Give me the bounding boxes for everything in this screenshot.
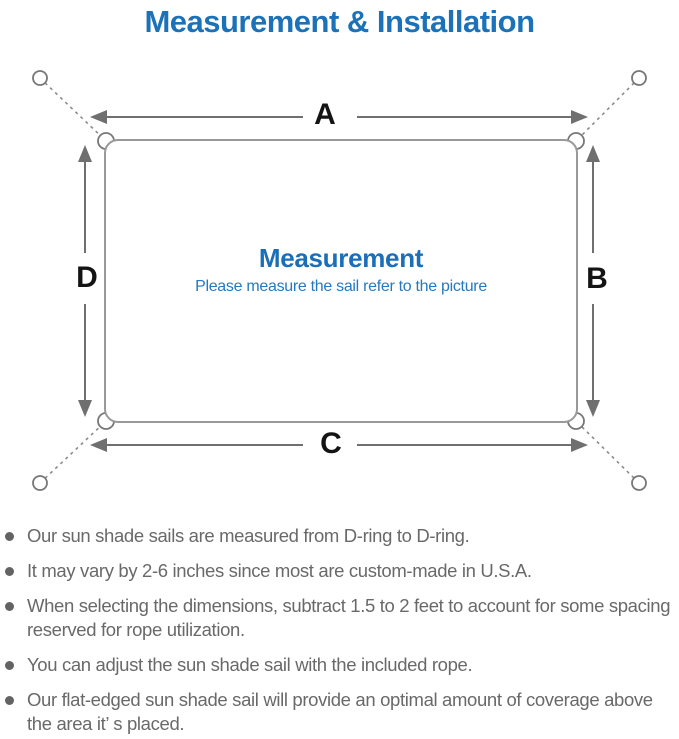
list-item: It may vary by 2-6 inches since most are… <box>5 559 677 583</box>
arrow-c <box>90 438 588 452</box>
bullet-dot-icon <box>5 602 14 611</box>
anchor-ring-top-right <box>631 70 647 86</box>
anchor-ring-bottom-left <box>32 475 48 491</box>
rope-line-top-left <box>39 77 106 141</box>
list-item: You can adjust the sun shade sail with t… <box>5 653 677 677</box>
list-item: When selecting the dimensions, subtract … <box>5 594 677 642</box>
dimension-label-c: C <box>320 427 342 460</box>
note-text: You can adjust the sun shade sail with t… <box>27 654 473 675</box>
diagram-caption: Measurement Please measure the sail refe… <box>195 243 487 296</box>
bullet-dot-icon <box>5 696 14 705</box>
rope-line-bottom-left <box>39 421 106 484</box>
page-title: Measurement & Installation <box>144 4 535 39</box>
dimension-label-d: D <box>76 261 98 294</box>
caption-subtitle: Please measure the sail refer to the pic… <box>195 278 487 295</box>
rope-line-bottom-right <box>576 421 640 484</box>
list-item: Our flat-edged sun shade sail will provi… <box>5 688 677 736</box>
dimension-label-a: A <box>314 98 336 131</box>
note-text: It may vary by 2-6 inches since most are… <box>27 560 532 581</box>
note-text: Our sun shade sails are measured from D-… <box>27 525 470 546</box>
bullet-dot-icon <box>5 532 14 541</box>
list-item: Our sun shade sails are measured from D-… <box>5 524 677 548</box>
anchor-ring-bottom-right <box>631 475 647 491</box>
measurement-diagram <box>32 70 647 491</box>
bullet-dot-icon <box>5 567 14 576</box>
arrow-b <box>586 145 600 417</box>
bullet-dot-icon <box>5 661 14 670</box>
anchor-ring-top-left <box>32 70 48 86</box>
caption-title: Measurement <box>258 243 424 273</box>
dimension-label-b: B <box>586 262 608 295</box>
arrow-d <box>78 145 92 417</box>
rope-line-top-right <box>576 77 640 141</box>
notes-list: Our sun shade sails are measured from D-… <box>5 524 677 739</box>
note-text: Our flat-edged sun shade sail will provi… <box>27 689 653 734</box>
note-text: When selecting the dimensions, subtract … <box>27 595 671 640</box>
arrow-a <box>90 110 588 124</box>
sail-outline <box>104 139 578 423</box>
